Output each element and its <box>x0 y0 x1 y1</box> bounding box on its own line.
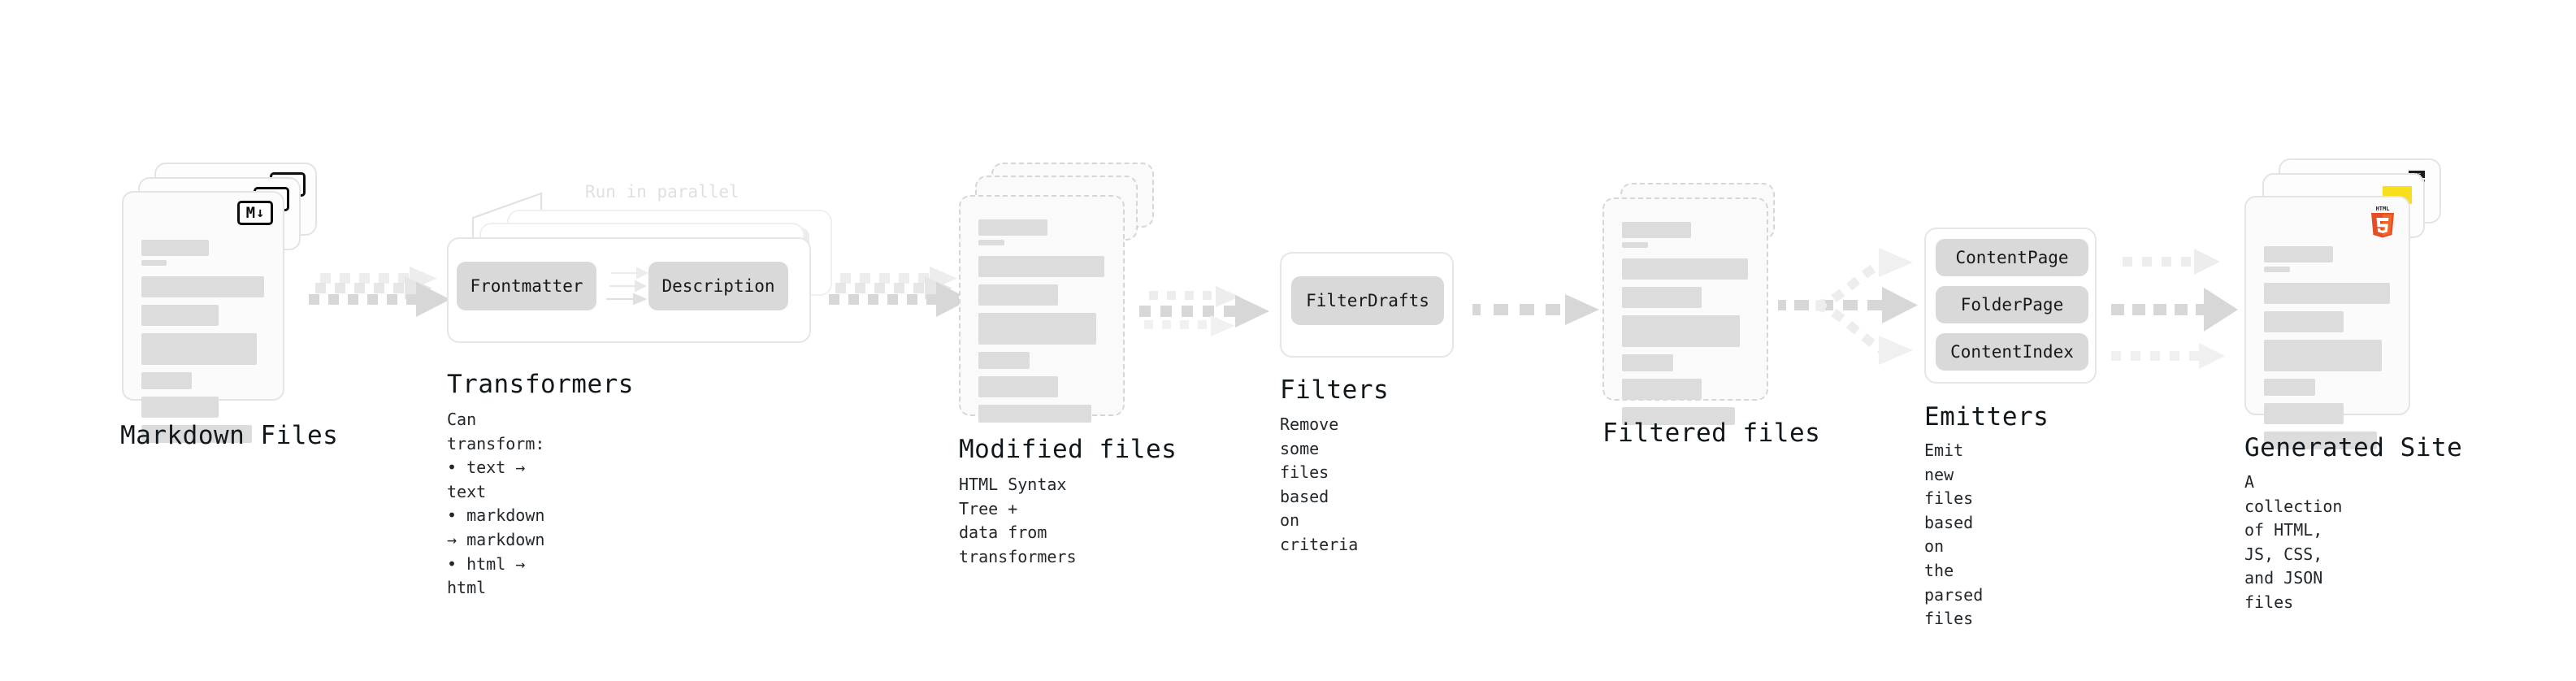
stage-title-markdown-files: Markdown Files <box>120 421 339 450</box>
stage-subtitle-emitters: Emit new files based on the parsed files <box>1924 440 1984 629</box>
emitter-node-folderpage[interactable]: FolderPage <box>1936 286 2088 323</box>
markdown-badge: M ↓ <box>237 201 273 225</box>
emitters-group-box: ContentPage FolderPage ContentIndex <box>1924 228 2097 384</box>
stage-title-modified-files: Modified files <box>959 435 1177 464</box>
markdown-badge-arrow-icon: ↓ <box>256 204 265 221</box>
emitter-node-contentindex[interactable]: ContentIndex <box>1936 333 2088 371</box>
emitter-node-contentpage[interactable]: ContentPage <box>1936 239 2088 276</box>
connector-filtered-to-emitters <box>1778 248 1918 365</box>
emitter-node-label: ContentPage <box>1955 248 2069 267</box>
html5-badge: HTML <box>2371 206 2394 238</box>
stage-title-filters: Filters <box>1280 375 1390 405</box>
stage-title-generated-site: Generated Site <box>2244 433 2463 462</box>
stage-title-transformers: Transformers <box>447 370 634 399</box>
card-placeholder-lines <box>141 240 267 450</box>
filters-group-box: FilterDrafts <box>1280 252 1454 358</box>
markdown-badge-letter: M <box>245 203 256 222</box>
filtered-card-front <box>1602 197 1768 425</box>
transformer-group-front: Frontmatter Description <box>447 237 811 343</box>
card-placeholder-lines <box>2264 246 2392 457</box>
stage-subtitle-filters: Remove some files based on criteria <box>1280 414 1359 554</box>
run-in-parallel-label: Run in parallel <box>585 182 739 202</box>
connector-filters-to-filtered <box>1472 294 1599 325</box>
connector-md-to-transformers <box>309 267 450 317</box>
markdown-card-front: M ↓ <box>122 191 284 443</box>
svg-text:HTML: HTML <box>2376 206 2390 212</box>
filter-node-label: FilterDrafts <box>1306 291 1429 310</box>
connector-emitters-to-site <box>2111 249 2238 369</box>
card-placeholder-lines <box>978 219 1107 430</box>
stage-subtitle-transformers: Can transform: • text → text • markdown … <box>447 410 545 598</box>
filter-node-filterdrafts[interactable]: FilterDrafts <box>1291 276 1444 325</box>
stage-subtitle-generated-site: A collection of HTML, JS, CSS, and JSON … <box>2244 472 2343 612</box>
site-card-front-html: HTML <box>2244 196 2410 449</box>
connector-modified-to-filters <box>1139 286 1269 336</box>
stage-title-filtered-files: Filtered files <box>1602 419 1821 448</box>
emitter-node-label: FolderPage <box>1960 295 2064 314</box>
transformer-node-description[interactable]: Description <box>648 262 788 310</box>
transformer-node-label: Frontmatter <box>470 276 583 296</box>
emitter-node-label: ContentIndex <box>1950 342 2074 362</box>
transformer-node-label: Description <box>661 276 775 296</box>
card-placeholder-lines <box>1622 222 1750 432</box>
stage-title-emitters: Emitters <box>1924 402 2049 432</box>
modified-card-front <box>959 195 1125 423</box>
connector-transformers-to-modified <box>829 267 970 317</box>
transformer-node-frontmatter[interactable]: Frontmatter <box>457 262 596 310</box>
stage-subtitle-modified-files: HTML Syntax Tree + data from transformer… <box>959 475 1077 566</box>
